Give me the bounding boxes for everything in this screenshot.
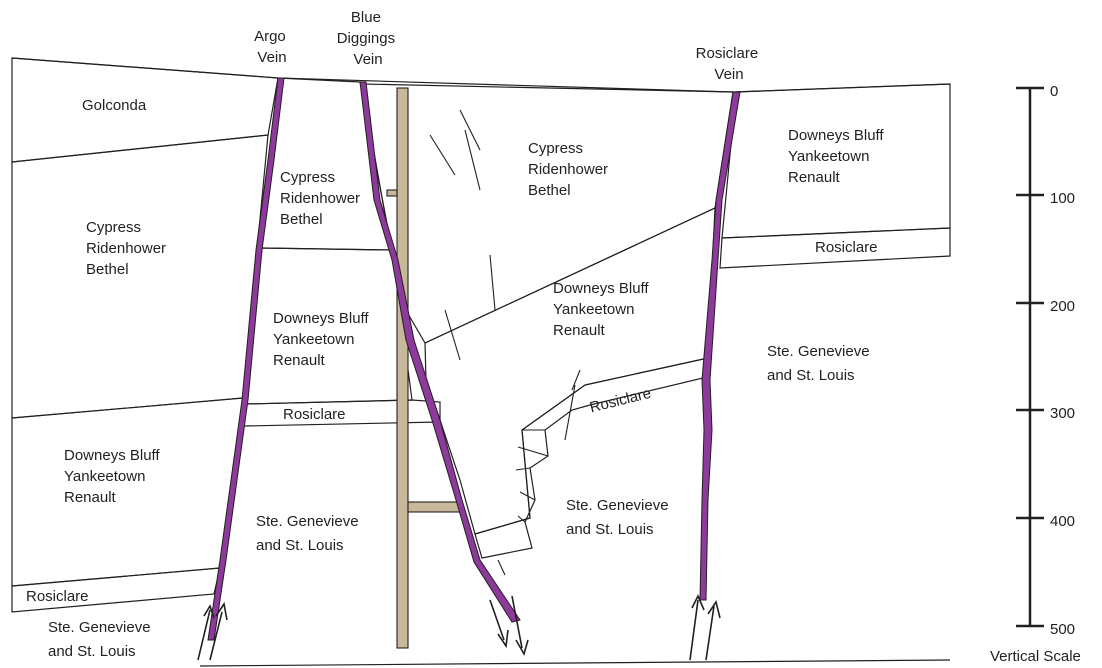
scale-tick-400: 400 xyxy=(1050,513,1075,530)
genevieve-label-left: Ste. Genevieve and St. Louis xyxy=(48,619,155,660)
argo-vein-label: Argo Vein xyxy=(254,28,290,66)
rosiclare-label-right: Rosiclare xyxy=(815,239,878,256)
rosiclare-label-left: Rosiclare xyxy=(26,588,89,605)
rosiclare-vein xyxy=(700,92,740,600)
genevieve-label-mid: Ste. Genevieve and St. Louis xyxy=(256,513,363,554)
fault-steps xyxy=(516,430,548,522)
vertical-scale: 0 100 200 300 400 500 Vertical Scale xyxy=(990,83,1081,665)
downeys-label-right: Downeys Bluff Yankeetown Renault xyxy=(788,127,888,186)
scale-tick-300: 300 xyxy=(1050,405,1075,422)
cypress-label-left: Cypress Ridenhower Bethel xyxy=(86,219,170,278)
genevieve-label-right: Ste. Genevieve and St. Louis xyxy=(767,343,874,384)
downeys-unit-center xyxy=(425,208,715,534)
scale-tick-500: 500 xyxy=(1050,621,1075,638)
scale-tick-0: 0 xyxy=(1050,83,1058,100)
rosiclare-label-center: Rosiclare xyxy=(588,385,653,417)
scale-tick-200: 200 xyxy=(1050,298,1075,315)
downeys-label-mid: Downeys Bluff Yankeetown Renault xyxy=(273,310,373,369)
cypress-label-center: Cypress Ridenhower Bethel xyxy=(528,140,612,199)
base-line xyxy=(200,660,950,666)
rosiclare-vein-label: Rosiclare Vein xyxy=(696,45,763,83)
cypress-unit-left xyxy=(12,135,268,418)
cypress-label-mid: Cypress Ridenhower Bethel xyxy=(280,169,364,228)
cypress-unit-center xyxy=(362,84,733,343)
blue-diggings-vein xyxy=(360,82,520,622)
fault-motion-arrows xyxy=(198,596,720,660)
golconda-label: Golconda xyxy=(82,97,147,114)
blue-diggings-vein-label: Blue Diggings Vein xyxy=(337,9,400,68)
downeys-unit-left xyxy=(12,398,243,586)
scale-tick-100: 100 xyxy=(1050,190,1075,207)
scale-title: Vertical Scale xyxy=(990,648,1081,665)
downeys-label-left: Downeys Bluff Yankeetown Renault xyxy=(64,447,164,506)
downeys-label-center: Downeys Bluff Yankeetown Renault xyxy=(553,280,653,339)
genevieve-label-center: Ste. Genevieve and St. Louis xyxy=(566,497,673,538)
rosiclare-label-mid: Rosiclare xyxy=(283,406,346,423)
